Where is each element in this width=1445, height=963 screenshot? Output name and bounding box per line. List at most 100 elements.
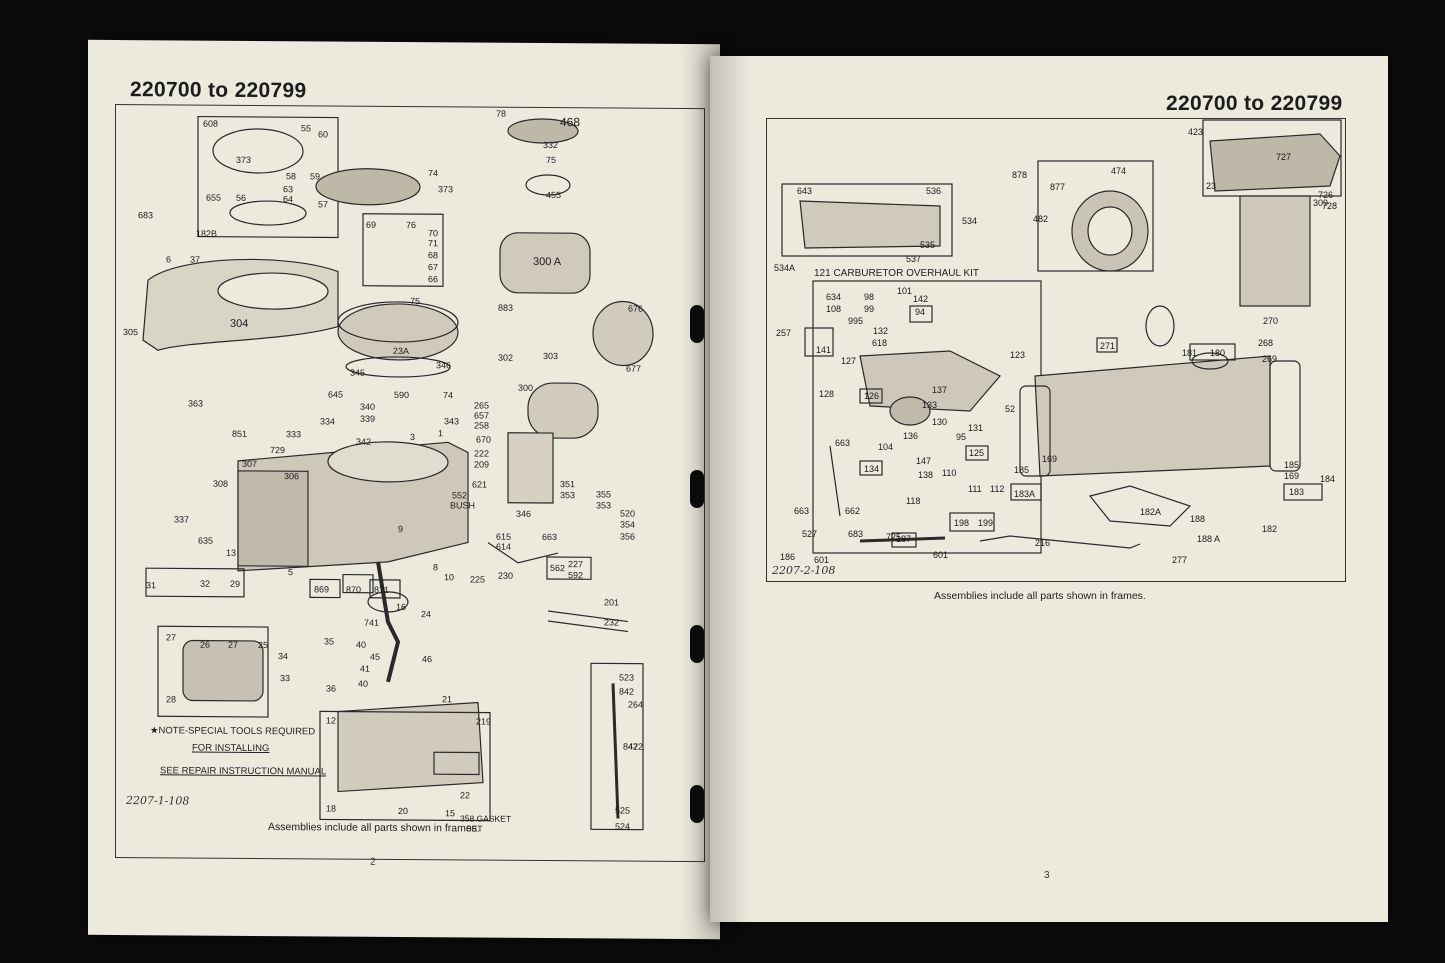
svg-text:683: 683: [138, 210, 153, 220]
svg-text:58: 58: [286, 171, 296, 181]
svg-text:265: 265: [474, 400, 489, 410]
svg-text:127: 127: [841, 356, 856, 366]
svg-text:525: 525: [615, 805, 630, 815]
svg-text:112: 112: [990, 484, 1004, 494]
svg-text:188 A: 188 A: [1197, 534, 1220, 544]
svg-text:10: 10: [444, 572, 454, 582]
svg-text:842: 842: [619, 687, 634, 697]
svg-text:45: 45: [370, 652, 380, 662]
svg-text:40: 40: [356, 640, 366, 650]
svg-text:57: 57: [318, 199, 328, 209]
svg-text:346: 346: [516, 509, 531, 519]
svg-text:185: 185: [1014, 465, 1029, 475]
svg-text:216: 216: [1035, 538, 1050, 548]
svg-text:339: 339: [360, 414, 375, 424]
svg-text:340: 340: [360, 402, 375, 412]
diagram-code: 2207-2-108: [772, 564, 836, 577]
svg-text:63: 63: [283, 184, 293, 194]
svg-text:169: 169: [1042, 454, 1057, 464]
svg-text:108: 108: [826, 304, 841, 314]
page-number: 2: [370, 856, 376, 868]
svg-text:18: 18: [326, 803, 336, 813]
note-line-1: ★NOTE-SPECIAL TOOLS REQUIRED: [150, 725, 316, 738]
svg-text:198: 198: [954, 518, 969, 528]
carburetor-kit-title: 121 CARBURETOR OVERHAUL KIT: [814, 268, 980, 279]
svg-text:136: 136: [903, 431, 918, 441]
svg-text:590: 590: [394, 390, 409, 400]
svg-text:356: 356: [620, 532, 635, 542]
svg-text:300: 300: [518, 383, 533, 393]
svg-text:78: 78: [496, 109, 506, 119]
svg-text:351: 351: [560, 479, 575, 489]
svg-text:422: 422: [628, 742, 643, 752]
svg-text:225: 225: [470, 574, 485, 584]
svg-text:662: 662: [845, 506, 860, 516]
svg-text:75: 75: [410, 296, 420, 306]
svg-text:131: 131: [968, 423, 983, 433]
svg-text:182B: 182B: [196, 229, 217, 239]
svg-text:520: 520: [620, 509, 635, 519]
page-number: 3: [1044, 870, 1050, 881]
svg-text:257: 257: [776, 328, 791, 338]
svg-text:663: 663: [794, 506, 809, 516]
svg-text:468: 468: [560, 115, 580, 129]
svg-text:847: 847: [623, 742, 638, 752]
svg-text:27: 27: [228, 640, 238, 650]
svg-text:128: 128: [819, 389, 834, 399]
svg-text:101: 101: [897, 286, 912, 296]
svg-text:13: 13: [226, 548, 236, 558]
svg-text:474: 474: [1111, 166, 1126, 176]
svg-text:130: 130: [932, 417, 947, 427]
svg-text:614: 614: [496, 542, 511, 552]
svg-text:75: 75: [546, 155, 556, 165]
svg-text:37: 37: [190, 255, 200, 265]
svg-text:269: 269: [1262, 354, 1277, 364]
svg-text:66: 66: [428, 274, 438, 284]
svg-text:683: 683: [848, 529, 863, 539]
svg-text:55: 55: [301, 123, 311, 133]
svg-text:268: 268: [1258, 338, 1273, 348]
svg-text:219: 219: [476, 717, 491, 727]
svg-text:230: 230: [498, 571, 513, 581]
svg-text:663: 663: [542, 532, 557, 542]
svg-text:883: 883: [498, 303, 513, 313]
svg-text:32: 32: [200, 579, 210, 589]
binder-hole: [690, 470, 704, 508]
svg-text:345: 345: [350, 368, 365, 378]
svg-text:SET: SET: [466, 823, 483, 833]
svg-text:8: 8: [433, 562, 438, 572]
svg-text:181: 181: [1182, 348, 1197, 358]
svg-text:334: 334: [320, 416, 335, 426]
svg-text:64: 64: [283, 194, 293, 204]
svg-text:141: 141: [816, 345, 831, 355]
svg-text:303: 303: [543, 351, 558, 361]
special-tools-note: ★NOTE-SPECIAL TOOLS REQUIRED FOR INSTALL…: [150, 722, 326, 780]
svg-text:71: 71: [428, 238, 438, 248]
diagram-code: 2207-1-108: [126, 794, 190, 808]
svg-text:353: 353: [596, 500, 611, 510]
svg-text:663: 663: [835, 438, 850, 448]
svg-text:592: 592: [568, 570, 583, 580]
svg-text:227: 227: [568, 559, 583, 569]
svg-text:373: 373: [236, 155, 251, 165]
svg-text:615: 615: [496, 532, 511, 542]
svg-text:3: 3: [410, 432, 415, 442]
svg-text:70: 70: [428, 228, 438, 238]
svg-text:645: 645: [328, 389, 343, 399]
svg-text:201: 201: [604, 597, 619, 607]
frame-caption: Assemblies include all parts shown in fr…: [268, 821, 480, 835]
svg-text:125: 125: [969, 448, 984, 458]
svg-text:373: 373: [438, 184, 453, 194]
svg-text:20: 20: [398, 806, 408, 816]
svg-text:534A: 534A: [774, 263, 795, 273]
svg-text:25: 25: [258, 640, 268, 650]
svg-text:304: 304: [230, 318, 248, 330]
svg-text:534: 534: [962, 216, 977, 226]
svg-text:363: 363: [188, 398, 203, 408]
svg-text:870: 870: [346, 585, 361, 595]
svg-text:355: 355: [596, 489, 611, 499]
svg-text:728: 728: [1322, 201, 1337, 211]
svg-text:36: 36: [326, 683, 336, 693]
svg-text:307: 307: [242, 459, 257, 469]
right-page: 220700 to 220799: [710, 56, 1388, 922]
